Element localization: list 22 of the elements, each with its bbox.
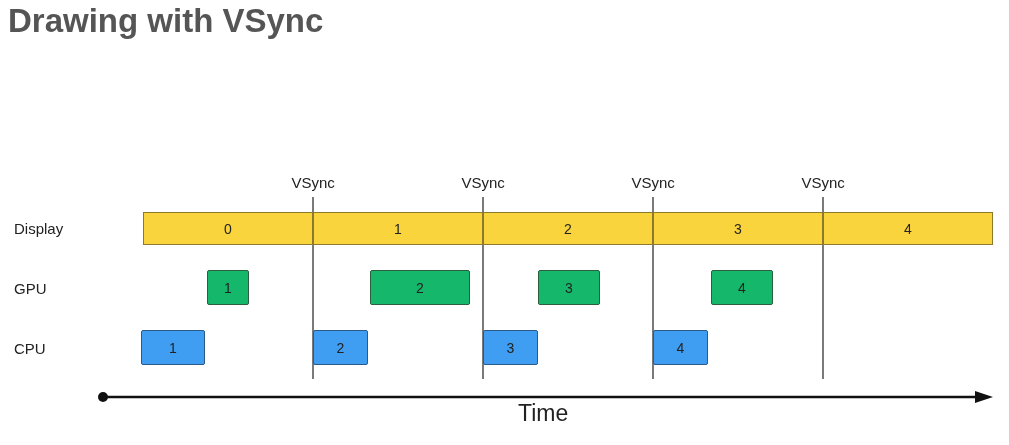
cpu-frame-box: 4 [653,330,708,365]
vsync-label: VSync [461,174,505,191]
row-label: GPU [14,280,47,297]
display-frame-bar: 2 [483,212,653,245]
gpu-frame-box: 4 [711,270,773,305]
row-label: CPU [14,340,46,357]
display-frame-bar: 4 [823,212,993,245]
display-frame-bar: 1 [313,212,483,245]
gpu-frame-box: 1 [207,270,249,305]
vsync-label: VSync [291,174,335,191]
cpu-frame-box: 3 [483,330,538,365]
row-label: Display [14,220,64,237]
display-frame-bar: 3 [653,212,823,245]
cpu-frame-box: 1 [141,330,205,365]
axis-label: Time [518,400,569,427]
cpu-frame-box: 2 [313,330,368,365]
display-frame-bar: 0 [143,212,313,245]
gpu-frame-box: 3 [538,270,600,305]
vsync-label: VSync [631,174,675,191]
gpu-frame-box: 2 [370,270,470,305]
vsync-label: VSync [801,174,845,191]
title: Drawing with VSync [8,2,324,40]
